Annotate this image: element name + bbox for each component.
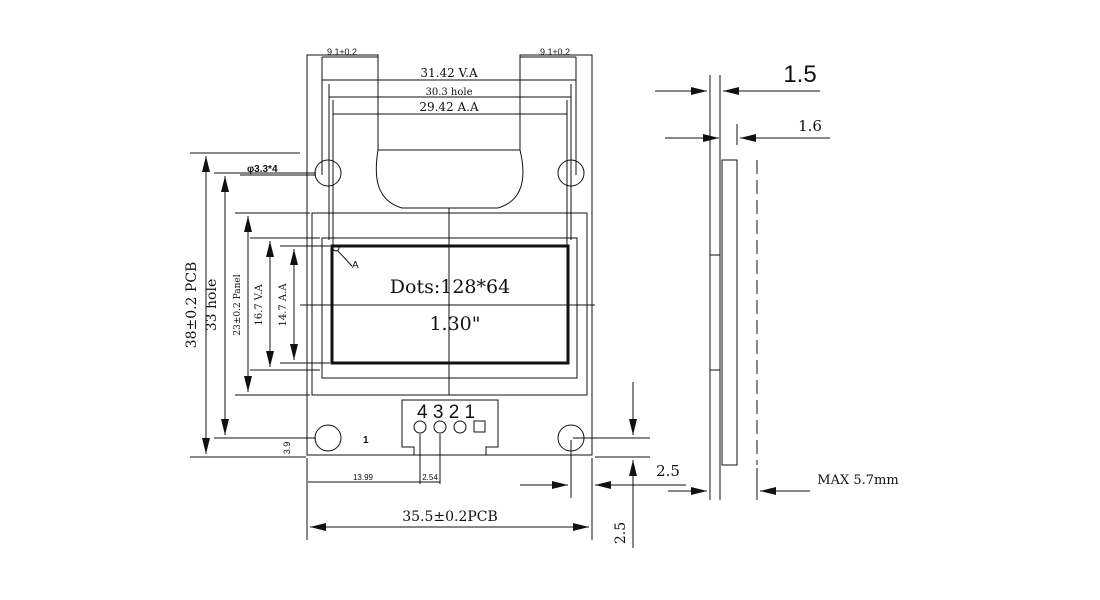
size-label: 1.30" — [429, 313, 480, 335]
dim-2-5-bottom-label: 2.5 — [613, 522, 629, 544]
pin-3 — [433, 420, 447, 434]
dim-3-9-label: 3.9 — [282, 442, 292, 455]
point-a-label: A — [352, 260, 359, 271]
front-view: 9.1±0.2 9.1±0.2 31.42 V.A 30.3 hole 29.4… — [184, 47, 686, 548]
aa-width-label: 29.42 A.A — [419, 100, 479, 114]
pcb-outline — [306, 54, 593, 456]
dim-2-54-label: 2.54 — [422, 473, 438, 482]
top-right-tolerance: 9.1±0.2 — [540, 47, 570, 57]
side-glass — [721, 159, 738, 466]
pin-2 — [453, 420, 467, 434]
hole-width-label: 30.3 hole — [425, 87, 472, 98]
dim-2-5-right-label: 2.5 — [656, 462, 680, 480]
pin-4 — [413, 420, 427, 434]
top-left-tolerance: 9.1±0.2 — [327, 47, 357, 57]
side-view: 1.5 1.6 MAX 5.7mm — [655, 61, 899, 500]
flex-cable-tab — [375, 149, 524, 209]
hole-height-label: 33 hole — [204, 279, 220, 331]
pin-1 — [473, 420, 486, 433]
pcb-width-label: 35.5±0.2PCB — [402, 509, 498, 525]
side-pcb — [709, 254, 721, 371]
va-height-label: 16.7 V.A — [254, 284, 265, 326]
panel-height-label: 23±0.2 Panel — [233, 274, 243, 335]
mount-hole-top-left — [314, 159, 342, 187]
side-max-label: MAX 5.7mm — [817, 473, 898, 488]
pin-numbers: 4 3 2 1 — [417, 402, 475, 423]
aa-height-label: 14.7 A.A — [278, 283, 289, 327]
va-width-label: 31.42 V.A — [420, 66, 478, 80]
mount-hole-top-right — [557, 159, 585, 187]
connector-outline — [401, 399, 499, 456]
dots-label: Dots:128*64 — [390, 276, 510, 298]
side-1-5-label: 1.5 — [783, 61, 816, 88]
pin-one-label: 1 — [363, 435, 369, 446]
dim-13-99-label: 13.99 — [353, 473, 374, 482]
side-1-6-label: 1.6 — [798, 117, 822, 135]
pcb-height-label: 38±0.2 PCB — [184, 262, 200, 349]
mount-hole-bottom-left — [314, 424, 342, 452]
hole-diameter-label: φ3.3*4 — [247, 164, 278, 175]
